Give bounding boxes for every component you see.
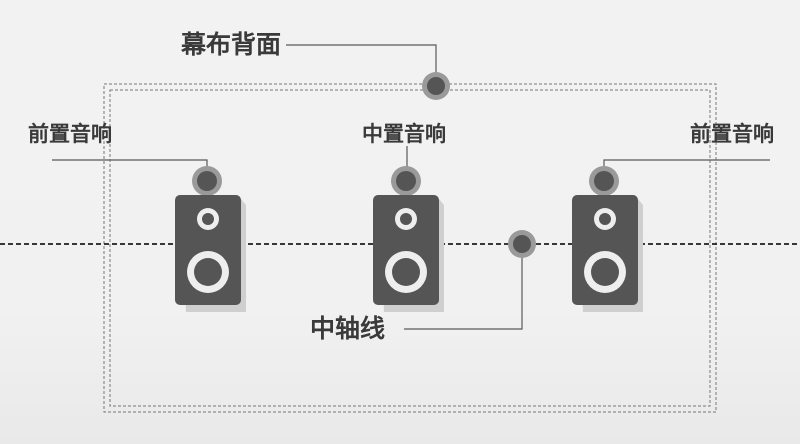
front-left-leader (52, 159, 208, 172)
front-left-speaker-label: 前置音响 (28, 122, 112, 146)
speaker-front-left (175, 166, 246, 312)
speaker-icon (373, 195, 444, 312)
front-right-speaker-label: 前置音响 (690, 122, 774, 146)
position-marker-icon (192, 166, 222, 196)
speaker-icon (175, 195, 246, 312)
speaker-front-right (572, 166, 643, 312)
center-axis-label: 中轴线 (310, 314, 386, 343)
front-right-leader (603, 159, 770, 172)
center-speaker-label: 中置音响 (362, 122, 446, 146)
position-marker-icon (391, 166, 421, 196)
position-marker-icon (589, 166, 619, 196)
screen-back-leader (286, 44, 437, 78)
center-axis-leader (404, 252, 523, 330)
screen-back-label: 幕布背面 (181, 30, 282, 59)
speaker-icon (572, 195, 643, 312)
position-marker-icon (508, 230, 536, 258)
position-marker-icon (422, 72, 450, 100)
screen-boundary (103, 83, 717, 413)
speaker-center (373, 166, 444, 312)
